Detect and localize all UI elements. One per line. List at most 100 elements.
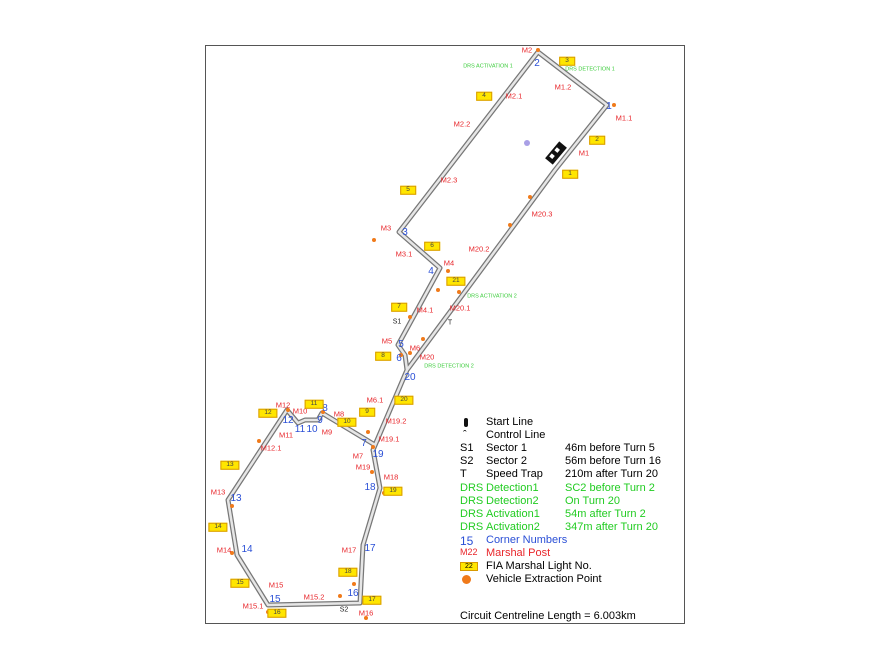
marshal-post-label: M4.1 xyxy=(416,305,434,315)
legend-label: Sector 1 xyxy=(486,442,527,455)
marshal-post-label: M8 xyxy=(333,409,345,419)
corner-number: 1 xyxy=(606,101,612,112)
extraction-point-icon xyxy=(230,551,234,555)
extraction-point-icon xyxy=(446,269,450,273)
corner-number: 10 xyxy=(306,424,318,435)
legend-key: 15 xyxy=(460,533,474,548)
marshal-post-label: M5 xyxy=(381,336,393,346)
extraction-point-icon xyxy=(408,351,412,355)
marshal-post-label: M11 xyxy=(278,430,294,440)
marshal-light-badge: 13 xyxy=(220,460,240,470)
marshal-post-label: M3 xyxy=(380,223,392,233)
extraction-point-icon xyxy=(612,103,616,107)
marshal-light-badge: 5 xyxy=(400,185,416,195)
corner-number: 12 xyxy=(282,415,294,426)
corner-number: 3 xyxy=(402,227,408,238)
extraction-point-icon xyxy=(371,445,375,449)
legend-label: Activation1 xyxy=(486,507,540,520)
legend-key: DRS xyxy=(460,507,484,520)
marshal-post-label: M20.2 xyxy=(468,244,490,254)
corner-number: 4 xyxy=(428,266,434,277)
legend-label: Detection1 xyxy=(486,481,539,494)
timing-marker: S1 xyxy=(392,318,402,326)
track-surface xyxy=(226,50,609,607)
corner-number: 13 xyxy=(230,493,242,504)
marshal-light-badge: 2 xyxy=(589,135,605,145)
marshal-light-badge: 16 xyxy=(267,608,287,618)
corner-number: 7 xyxy=(361,438,367,449)
marshal-light-badge: 4 xyxy=(476,91,492,101)
legend-label: FIA Marshal Light No. xyxy=(486,560,592,573)
legend-key: 22 xyxy=(460,562,478,572)
legend-label: Vehicle Extraction Point xyxy=(486,573,602,586)
marshal-post-label: M20.1 xyxy=(449,303,471,313)
marshal-light-badge: 3 xyxy=(559,56,575,66)
legend-key: DRS xyxy=(460,481,484,494)
legend-label: Speed Trap xyxy=(486,468,543,481)
marshal-light-badge: 17 xyxy=(362,595,382,605)
extraction-point-icon xyxy=(408,315,412,319)
marshal-post-label: M15.1 xyxy=(242,601,264,611)
corner-number: 6 xyxy=(396,353,402,364)
corner-number: 15 xyxy=(269,594,281,605)
marshal-post-label: M1 xyxy=(578,148,590,158)
marshal-post-label: M2.3 xyxy=(440,175,458,185)
corner-number: 16 xyxy=(347,588,359,599)
marshal-post-label: M12 xyxy=(275,400,291,410)
marshal-light-badge: 21 xyxy=(446,276,466,286)
extraction-point-icon xyxy=(370,470,374,474)
legend-value: SC2 before Turn 2 xyxy=(565,481,655,494)
marshal-light-badge: 11 xyxy=(304,399,324,409)
start-line-flag-icon xyxy=(545,141,567,165)
marshal-light-badge: 1 xyxy=(562,169,578,179)
marshal-post-label: M10 xyxy=(292,406,308,416)
legend-label: Marshal Post xyxy=(486,547,551,559)
extraction-point-icon xyxy=(399,353,403,357)
extraction-point-icon xyxy=(436,288,440,292)
legend-key: S2 xyxy=(460,455,474,468)
legend-value: 347m after Turn 20 xyxy=(565,520,658,533)
marshal-post-label: M2 xyxy=(521,45,533,55)
track-outline xyxy=(225,49,610,608)
legend-label: Corner Numbers xyxy=(486,533,568,546)
corner-number: 9 xyxy=(317,415,323,426)
legend-value: 46m before Turn 5 xyxy=(565,442,655,455)
extraction-point-icon xyxy=(321,410,325,414)
extraction-point-icon xyxy=(508,223,512,227)
marshal-post-label: M15 xyxy=(268,580,284,590)
marshal-post-label: M20 xyxy=(419,352,435,362)
corner-number: 20 xyxy=(404,372,416,383)
extraction-point-icon xyxy=(457,290,461,294)
legend-key: T xyxy=(460,468,467,481)
drs-zone-label: DRS ACTIVATION 1 xyxy=(463,63,513,70)
timing-marker: T xyxy=(447,319,453,327)
corner-number: 2 xyxy=(534,58,540,69)
extraction-point-icon xyxy=(286,408,290,412)
corner-number: 18 xyxy=(364,482,376,493)
marshal-light-badge: 7 xyxy=(391,302,407,312)
marshal-post-label: M9 xyxy=(321,427,333,437)
legend-value: 54m after Turn 2 xyxy=(565,507,646,520)
legend-key: S1 xyxy=(460,442,474,455)
marshal-post-label: M6 xyxy=(409,343,421,353)
legend-label: Control Line xyxy=(486,429,546,442)
extraction-point-icon xyxy=(372,238,376,242)
drs-zone-label: DRS DETECTION 2 xyxy=(424,363,474,370)
extraction-point-icon xyxy=(421,337,425,341)
marshal-post-label: M12.1 xyxy=(260,443,282,453)
circuit-length: Circuit Centreline Length = 6.003km xyxy=(460,610,636,622)
marshal-light-badge: 15 xyxy=(230,578,250,588)
legend-value: On Turn 20 xyxy=(565,494,621,507)
marshal-post-label: M19 xyxy=(355,462,371,472)
marshal-post-label: M1.2 xyxy=(554,82,572,92)
extraction-point-icon xyxy=(462,575,471,585)
marshal-post-label: M20.3 xyxy=(531,209,553,219)
timing-marker: S2 xyxy=(339,606,349,614)
marshal-light-badge: 19 xyxy=(383,486,403,496)
drs-zone-label: DRS DETECTION 1 xyxy=(565,66,615,73)
marshal-light-badge: 14 xyxy=(208,522,228,532)
marshal-post-label: M7 xyxy=(352,451,364,461)
extraction-point-icon xyxy=(352,582,356,586)
corner-number: 14 xyxy=(241,544,253,555)
